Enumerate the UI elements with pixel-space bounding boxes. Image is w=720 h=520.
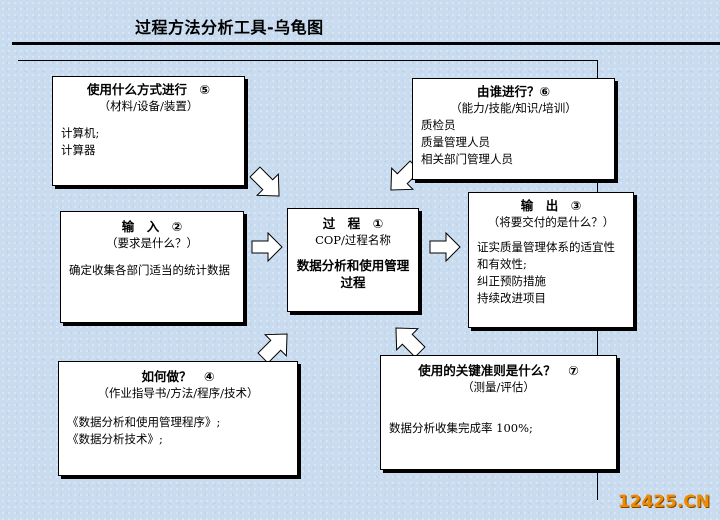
- box-output-item: 证实质量管理体系的适宜性和有效性;: [477, 240, 615, 271]
- box-method-item: 《数据分析技术》;: [67, 432, 163, 446]
- arrow-method-process: [257, 333, 288, 364]
- box-who-item: 质量管理人员: [421, 135, 490, 149]
- box-output-heading: 输 出 ③: [520, 198, 582, 213]
- box-method-subtitle: （作业指导书/方法/程序/技术）: [97, 386, 259, 400]
- box-who-item: 质检员: [421, 118, 456, 132]
- process-name: 数据分析和使用管理过程: [296, 258, 410, 290]
- arrow-criteria-process: [395, 327, 426, 358]
- box-output-item: 纠正预防措施: [477, 274, 546, 288]
- arrow-how-to-process: [249, 166, 280, 197]
- box-input-item: 确定收集各部门适当的统计数据: [69, 263, 230, 277]
- box-process-heading: 过 程 ①: [322, 216, 384, 231]
- box-output-subtitle: （将要交付的是什么？）: [487, 215, 615, 229]
- box-equipment-heading: 使用什么方式进行 ⑤: [86, 82, 211, 97]
- box-who-subtitle: （能力/技能/知识/培训）: [450, 101, 577, 115]
- box-process-subtitle: COP/过程名称: [315, 233, 391, 247]
- page-title: 过程方法分析工具-乌龟图: [135, 18, 324, 37]
- box-method-heading: 如何做？ ④: [141, 369, 215, 384]
- box-criteria: 使用的关键准则是什么？ ⑦ （测量/评估） 数据分析收集完成率 100%;: [380, 355, 617, 470]
- box-method-item: 《数据分析和使用管理程序》;: [67, 415, 221, 429]
- box-input-heading: 输 入 ②: [121, 219, 183, 234]
- box-who-item: 相关部门管理人员: [421, 152, 513, 166]
- box-criteria-subtitle: （测量/评估）: [462, 380, 535, 394]
- site-logo: 12425.CN: [617, 492, 710, 512]
- box-output: 输 出 ③ （将要交付的是什么？） 证实质量管理体系的适宜性和有效性; 纠正预防…: [468, 192, 634, 328]
- header-rule: [12, 42, 720, 45]
- box-criteria-item: 数据分析收集完成率 100%;: [389, 421, 533, 435]
- box-who: 由谁进行？⑥ （能力/技能/知识/培训） 质检员 质量管理人员 相关部门管理人员: [412, 78, 615, 180]
- box-equipment-subtitle: （材料/设备/装置）: [98, 99, 199, 113]
- box-criteria-heading: 使用的关键准则是什么？ ⑦: [418, 363, 579, 378]
- box-process: 过 程 ① COP/过程名称 数据分析和使用管理过程: [287, 208, 419, 312]
- box-input: 输 入 ② （要求是什么？） 确定收集各部门适当的统计数据: [60, 211, 244, 323]
- box-who-heading: 由谁进行？⑥: [476, 84, 551, 99]
- box-equipment: 使用什么方式进行 ⑤ （材料/设备/装置） 计算机; 计算器: [52, 76, 245, 186]
- box-input-subtitle: （要求是什么？）: [106, 236, 198, 250]
- arrow-process-output: [429, 231, 461, 263]
- box-equipment-item: 计算器: [61, 143, 96, 157]
- box-equipment-item: 计算机;: [61, 126, 100, 140]
- frame-top-rule: [18, 60, 598, 61]
- box-method: 如何做？ ④ （作业指导书/方法/程序/技术） 《数据分析和使用管理程序》; 《…: [58, 361, 298, 476]
- box-output-item: 持续改进项目: [477, 291, 546, 305]
- arrow-input-process: [251, 231, 283, 263]
